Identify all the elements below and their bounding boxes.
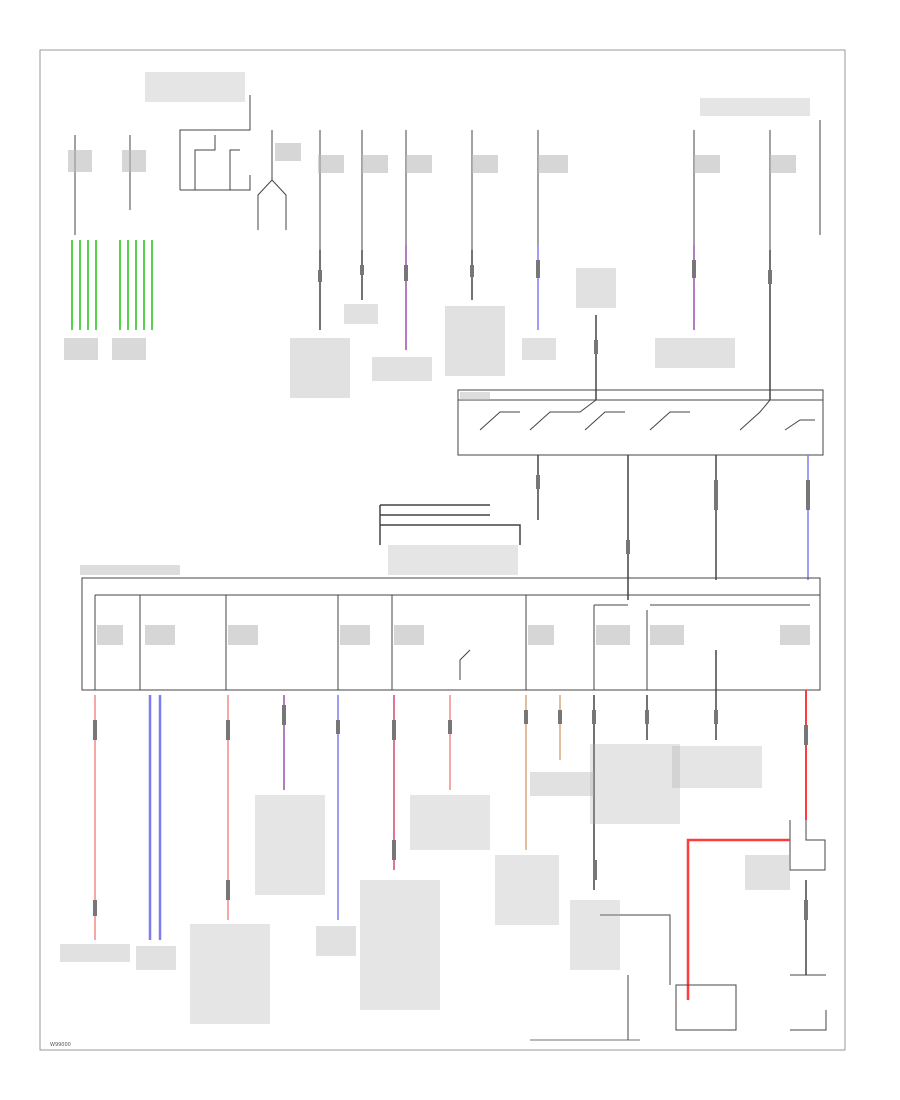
fuse-captions-lower — [80, 392, 810, 645]
fuse-captions-top — [68, 143, 796, 173]
battery-area — [530, 820, 827, 1041]
figure-code: W99000 — [50, 1042, 71, 1048]
relay-block-upper — [457, 389, 824, 456]
illegible-label-blocks — [60, 72, 810, 1024]
diagram-border — [39, 49, 846, 1051]
top-fuse-row — [74, 95, 821, 250]
green-wire-bundle-2 — [119, 240, 153, 330]
connector-ticks — [93, 260, 810, 920]
lower-fuse-block — [81, 577, 821, 691]
inter-block-wires — [379, 455, 809, 600]
green-wire-bundle-1 — [71, 240, 97, 330]
